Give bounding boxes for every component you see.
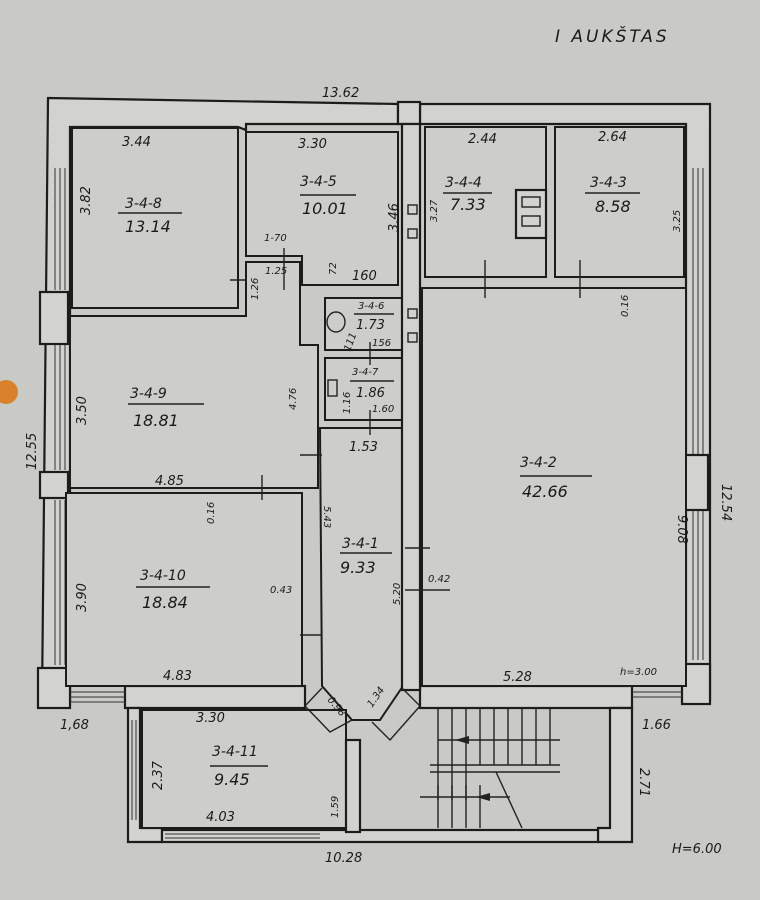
dimension-label: 9.08: [674, 515, 689, 544]
dimension-label: 0.42: [428, 574, 450, 585]
room-area: 13.14: [125, 217, 171, 236]
dimension-label: 3.90: [75, 583, 90, 612]
dimension-label: 1.59: [330, 796, 341, 818]
room-id: 3-4-2: [520, 455, 557, 471]
room-id: 3-4-7: [352, 367, 379, 378]
room-3-4-3: [554, 126, 685, 278]
dimension-label: 160: [352, 269, 377, 284]
room-3-4-10: [65, 492, 303, 687]
dimension-label: 4.85: [155, 474, 184, 489]
room-labels: 3-4-8 13.14 3-4-5 10.01 3-4-4 7.33 3-4-3…: [118, 174, 640, 789]
dimension-label: 5.28: [503, 670, 532, 685]
dimension-label: 3.50: [75, 396, 90, 425]
room-3-4-2: [421, 287, 687, 687]
dimension-label: 1.26: [250, 278, 261, 300]
dimension-label: 72: [328, 262, 339, 275]
ventilation-icons: [326, 188, 548, 397]
dimension-label: 5.43: [321, 506, 332, 528]
room-area: 8.58: [595, 197, 631, 216]
room-id: 3-4-8: [125, 196, 162, 212]
dimension-label: 2.44: [468, 132, 497, 147]
room-area: 9.45: [214, 770, 250, 789]
dimension-label: 4.76: [288, 388, 299, 410]
room-3-4-8: [71, 127, 239, 309]
dimension-label: 2.37: [151, 760, 166, 790]
staircase: [304, 687, 560, 829]
room-id: 3-4-10: [140, 568, 186, 584]
room-3-4-5: [245, 131, 399, 286]
room-area: 1.86: [356, 386, 385, 401]
dimension-label: 4.03: [206, 810, 235, 825]
dimension-label: 4.83: [163, 669, 192, 684]
dimension-label: 0.16: [206, 502, 217, 524]
dimension-label: 2.71: [636, 768, 651, 797]
dimension-label: 3.44: [122, 135, 151, 150]
room-id: 3-4-11: [212, 744, 258, 760]
dimension-labels: 13.62 3.44 3.82 3.30 3.46 2.44 3.27 2.64…: [25, 86, 733, 866]
room-id: 3-4-5: [300, 174, 337, 190]
dimension-label: 1.60: [372, 404, 394, 415]
dimension-label: 5.20: [392, 583, 403, 605]
dimension-label: h=3.00: [620, 667, 657, 678]
dimension-label: 3.30: [298, 137, 327, 152]
room-id: 3-4-9: [130, 386, 167, 402]
room-3-4-11: [141, 709, 347, 829]
dimension-label: 3.82: [79, 186, 94, 215]
dimension-label: 0.16: [620, 295, 631, 317]
dimension-label: 156: [372, 338, 391, 349]
dimension-label: 12.54: [718, 484, 733, 521]
dimension-label: 1.16: [342, 392, 353, 414]
dimension-label: H=6.00: [672, 842, 722, 857]
dimension-label: 1,68: [60, 718, 89, 733]
door-marks: [230, 248, 581, 636]
dimension-label: 3.46: [387, 203, 402, 232]
room-area: 42.66: [522, 482, 568, 501]
room-area: 10.01: [302, 199, 348, 218]
dimension-label: 1.66: [642, 718, 671, 733]
dimension-label: 12.55: [25, 433, 40, 470]
sink-icon: [327, 379, 338, 397]
room-3-4-9: [69, 261, 319, 489]
room-id: 3-4-6: [358, 301, 384, 312]
room-area: 18.84: [142, 593, 188, 612]
dimension-label: 0.43: [270, 585, 292, 596]
room-3-4-6: [324, 297, 404, 351]
toilet-icon: [326, 311, 346, 333]
room-area: 18.81: [133, 411, 179, 430]
dimension-label: 3.30: [196, 711, 225, 726]
dimension-label: 3.27: [429, 199, 440, 222]
room-area: 7.33: [450, 195, 486, 214]
dimension-label: 1-70: [264, 233, 287, 244]
punch-hole: [0, 380, 18, 404]
rooms: [65, 122, 687, 834]
windows: [38, 100, 710, 839]
dimension-label: 13.62: [322, 86, 359, 101]
room-area: 9.33: [340, 558, 376, 577]
room-id: 3-4-3: [590, 175, 627, 191]
dimension-label: 1.25: [265, 266, 287, 277]
dimension-label: 1.53: [349, 440, 378, 455]
dimension-label: 10.28: [325, 851, 362, 866]
room-id: 3-4-4: [445, 175, 482, 191]
room-area: 1.73: [356, 318, 385, 333]
dimension-label: 2.64: [598, 130, 627, 145]
floor-title: I AUKŠTAS: [555, 25, 670, 47]
dimension-label: 3.25: [672, 210, 683, 232]
room-id: 3-4-1: [342, 536, 379, 552]
